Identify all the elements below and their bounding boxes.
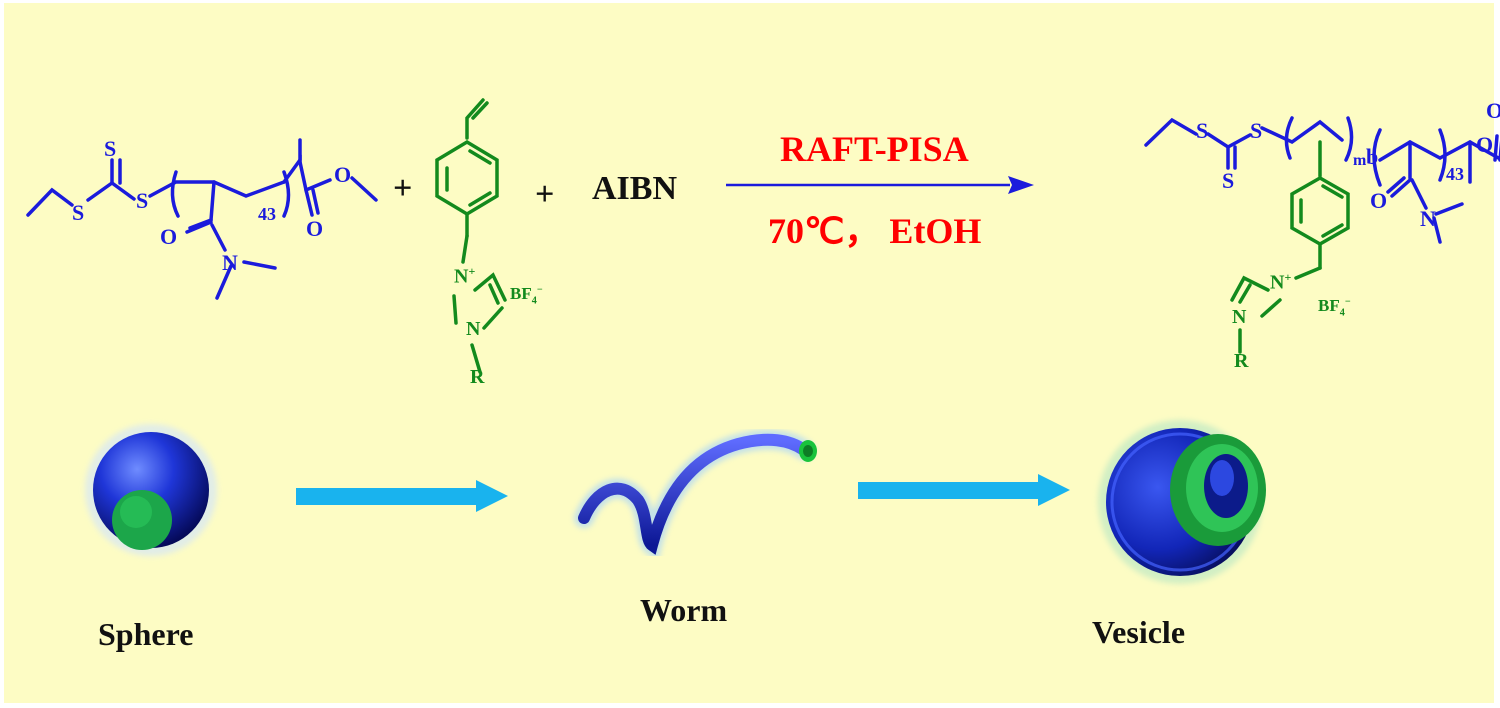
product-atom-o-ester-right: O: [1476, 132, 1494, 157]
product-repeat-count: 43: [1446, 164, 1464, 184]
vesicle-icon: [1098, 420, 1266, 584]
product-atom-s-right: S: [1250, 118, 1263, 143]
product-atom-o-amide: O: [1370, 188, 1388, 213]
product-atom-n-amide: N: [1420, 206, 1436, 231]
atom-n-amide: N: [222, 250, 238, 275]
product-atom-n: N: [1232, 306, 1247, 328]
product-atom-r: R: [1234, 350, 1249, 372]
transition-arrow-1: [296, 480, 508, 512]
product-atom-s-down: S: [1222, 168, 1235, 193]
plus-sign-1: +: [393, 170, 413, 207]
product-atom-o-ester-up: O: [1486, 98, 1500, 123]
label-vesicle: Vesicle: [1092, 614, 1186, 650]
product-atom-n-plus: N+: [1270, 270, 1292, 294]
plus-charge: +: [468, 264, 476, 278]
atom-o-ester-down: O: [306, 216, 324, 241]
atom-n-plus: N+: [454, 264, 476, 288]
repeat-count: 43: [258, 204, 276, 224]
reaction-arrow: [726, 176, 1034, 194]
product-structure: [1144, 116, 1500, 244]
sphere-icon: [85, 424, 217, 556]
label-sphere: Sphere: [98, 616, 194, 652]
product-atom-s-left: S: [1196, 118, 1209, 143]
atom-o-ester-up: O: [334, 162, 352, 187]
arrow-top-label: RAFT-PISA: [780, 129, 969, 169]
product-styrenic-unit: [1230, 140, 1350, 354]
atom-s-right: S: [136, 188, 149, 213]
atom-s-top: S: [104, 136, 117, 161]
transition-arrow-2: [858, 474, 1070, 506]
atom-r: R: [470, 366, 485, 388]
atom-n: N: [466, 318, 481, 340]
product-counterion-bf4: BF4−: [1318, 296, 1351, 319]
atom-o-amide: O: [160, 224, 178, 249]
initiator-label: AIBN: [592, 170, 678, 207]
macro-cta-structure: [26, 138, 378, 300]
background-panel: [4, 3, 1494, 703]
block-b: b: [1366, 144, 1379, 169]
monomer-structure: [435, 98, 507, 374]
label-worm: Worm: [640, 592, 728, 628]
atom-s-left: S: [72, 200, 85, 225]
arrow-bottom-label: 70℃， EtOH: [768, 211, 982, 251]
product-plus-charge: +: [1284, 270, 1292, 284]
worm-icon: [574, 429, 817, 562]
plus-sign-2: +: [535, 176, 555, 213]
counterion-bf4: BF4−: [510, 284, 543, 307]
block-m: m: [1353, 152, 1367, 169]
